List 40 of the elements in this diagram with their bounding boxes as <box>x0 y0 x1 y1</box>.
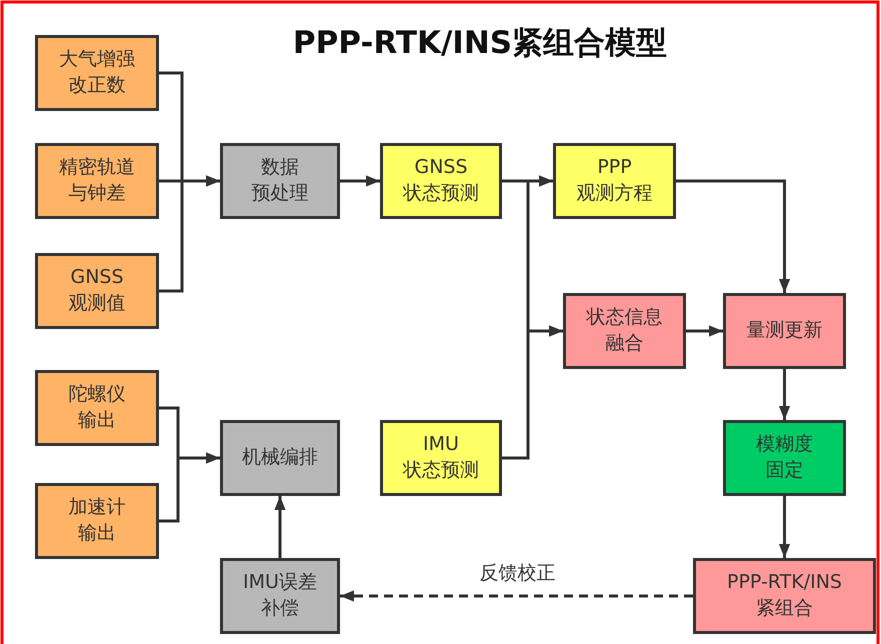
box-label: 数据预处理 <box>250 155 310 206</box>
process-box <box>220 143 340 219</box>
diagram-title: PPP-RTK/INS紧组合模型 <box>292 24 668 63</box>
box-label: IMU误差补偿 <box>242 570 318 621</box>
arrow <box>159 452 220 522</box>
box-label: GNSS状态预测 <box>402 155 480 206</box>
arrow <box>686 325 723 337</box>
box-label: IMU状态预测 <box>402 432 480 483</box>
input-box <box>35 483 159 559</box>
box-label: 机械编排 <box>241 445 319 470</box>
input-box <box>35 253 159 329</box>
box-label: 陀螺仪输出 <box>68 382 126 433</box>
arrow <box>778 496 790 558</box>
box-label: 量测更新 <box>746 318 824 344</box>
process-box <box>553 143 676 219</box>
arrow <box>340 175 380 187</box>
arrow <box>778 369 790 420</box>
process-box <box>723 420 846 496</box>
box-label: PPP-RTK/INS紧组合 <box>726 570 843 621</box>
dashed-arrow <box>340 590 693 602</box>
input-box <box>35 143 159 219</box>
box-label: 大气增强改正数 <box>58 47 136 98</box>
box-label: 状态信息融合 <box>585 305 664 356</box>
arrow <box>159 175 220 292</box>
process-box <box>220 420 340 496</box>
process-box <box>563 293 686 369</box>
box-label: 精密轨道与钟差 <box>58 155 136 206</box>
box-label: PPP观测方程 <box>576 155 654 206</box>
process-box <box>220 558 340 634</box>
arrow <box>274 496 286 558</box>
box-label: 模糊度固定 <box>755 432 814 483</box>
process-box <box>693 558 876 634</box>
input-box <box>35 35 159 111</box>
box-label: GNSS观测值 <box>68 265 126 316</box>
input-box <box>35 370 159 446</box>
process-box <box>380 143 502 219</box>
box-label: 加速计输出 <box>68 495 126 546</box>
arrow <box>676 180 790 293</box>
process-box <box>723 293 846 369</box>
process-box <box>380 420 502 496</box>
